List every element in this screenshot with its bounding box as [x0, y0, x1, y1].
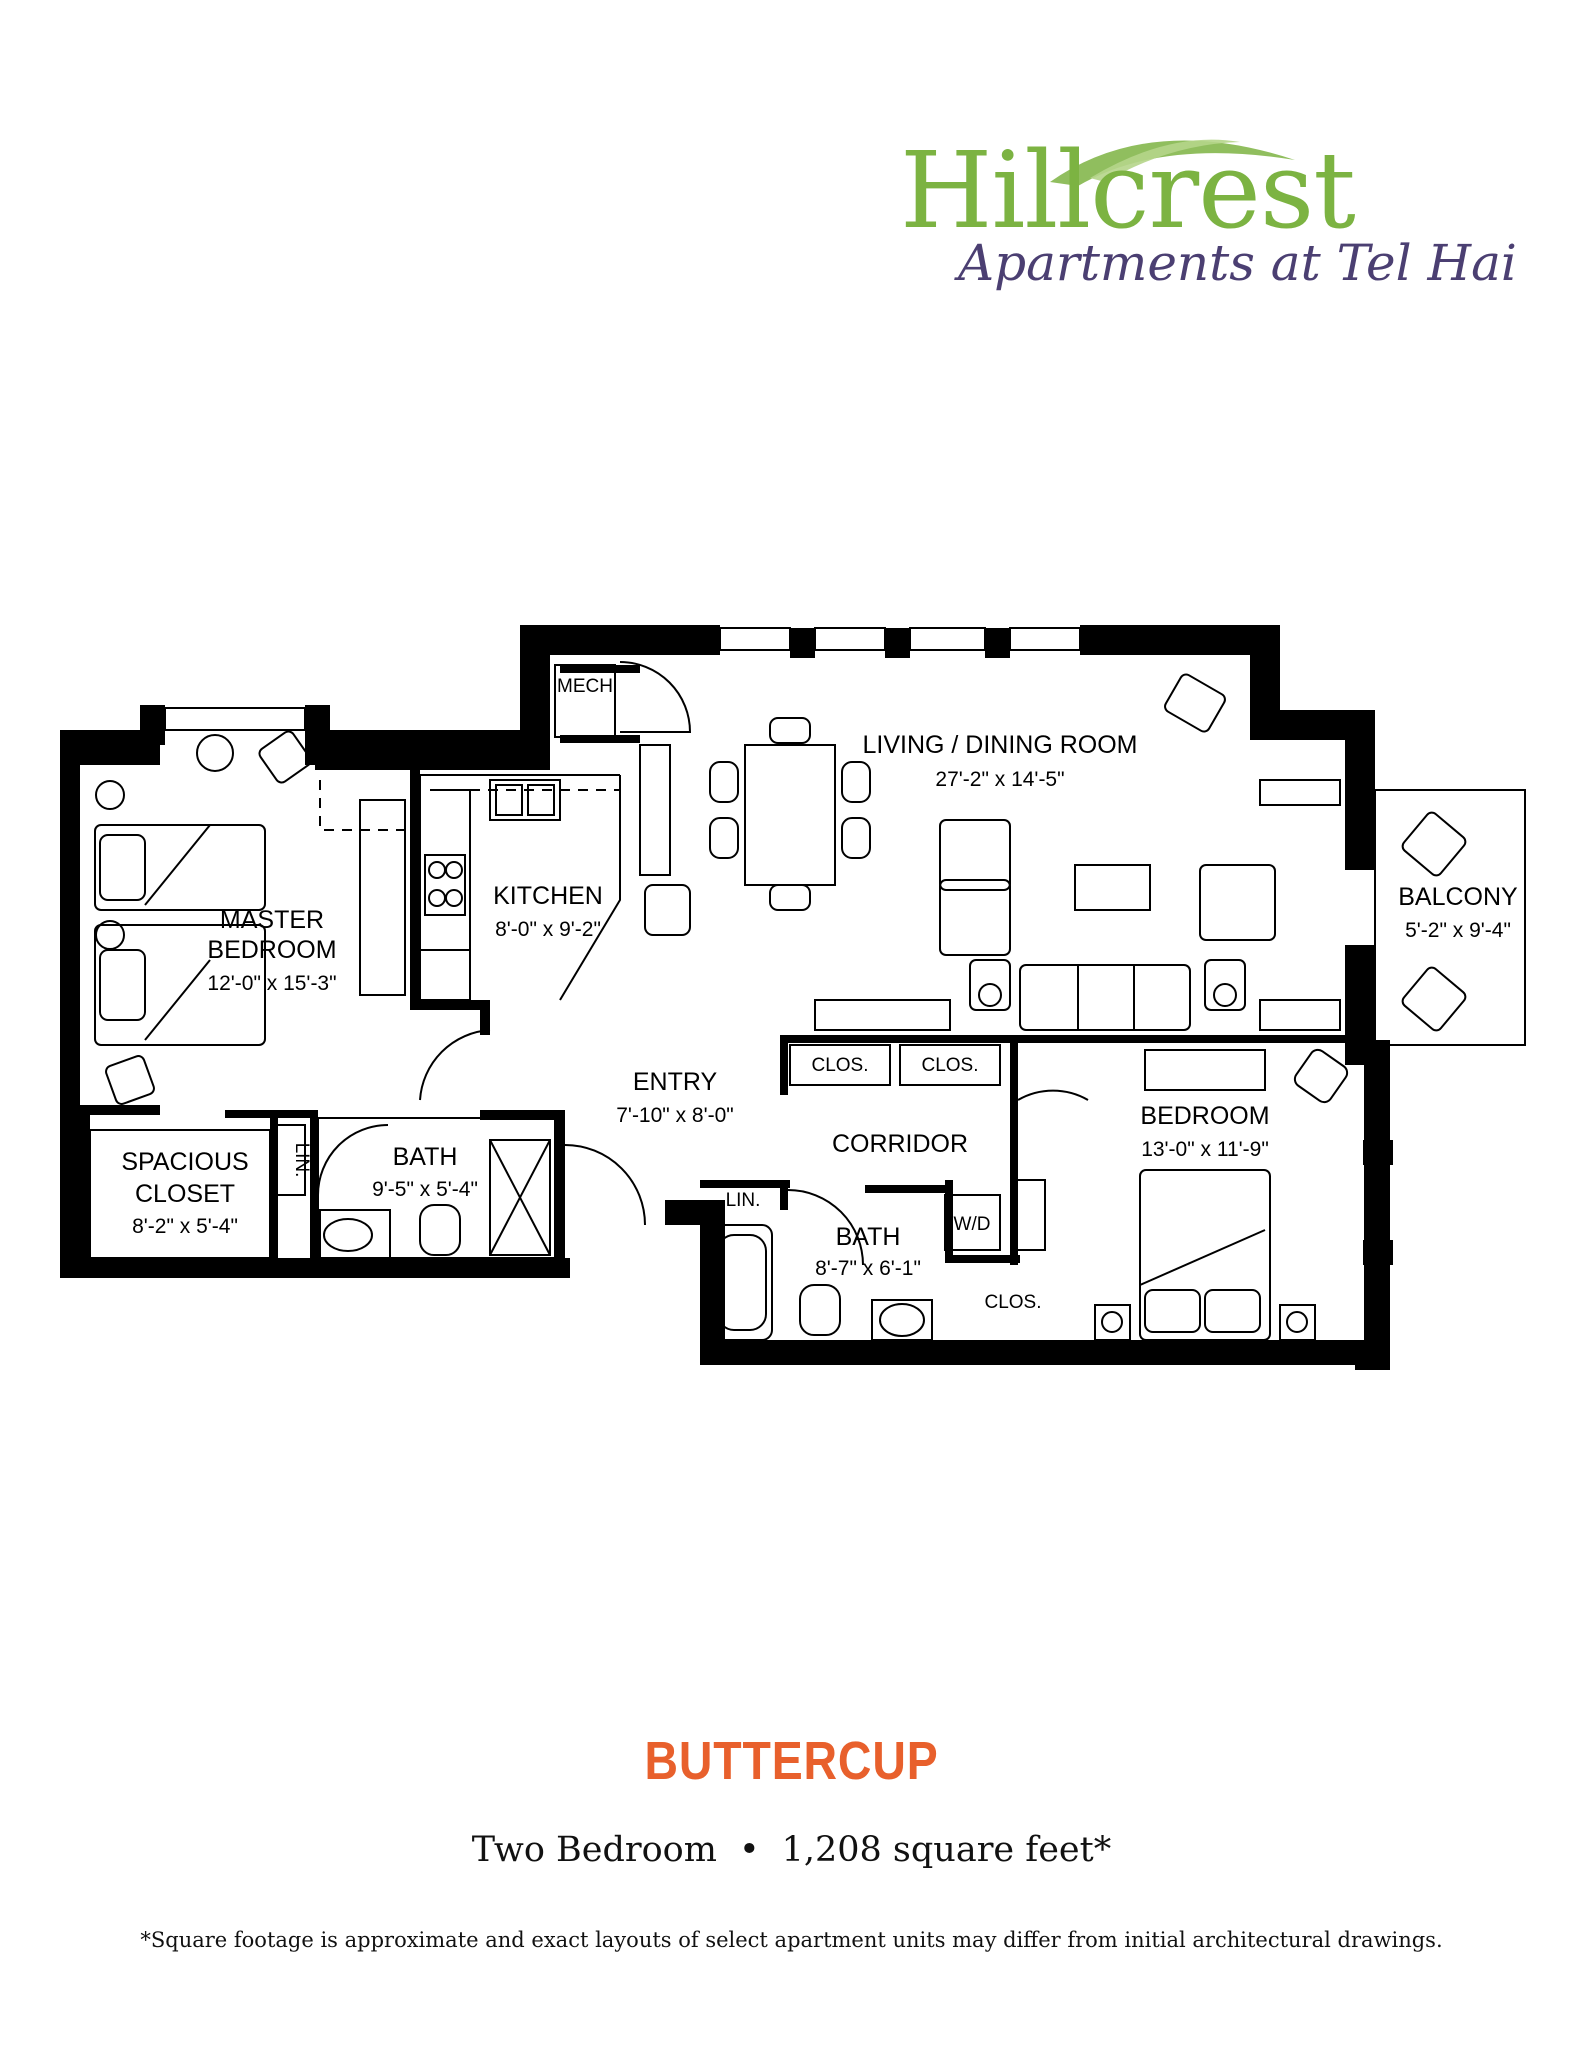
- arc-swoosh-icon: [1050, 139, 1295, 186]
- brand-subtitle: Apartments at Tel Hai: [958, 234, 1517, 292]
- plan-name: BUTTERCUP: [644, 1731, 939, 1791]
- dims-master-bedroom: 12'-0" x 15'-3": [207, 972, 336, 995]
- disclaimer: *Square footage is approximate and exact…: [140, 1928, 1443, 1952]
- label-mech: MECH: [557, 676, 613, 697]
- label-bedroom: BEDROOM: [1140, 1102, 1269, 1130]
- bullet-separator: •: [738, 1830, 760, 1870]
- label-bath-2: BATH: [836, 1223, 901, 1251]
- label-spacious-closet-line2: CLOSET: [135, 1180, 235, 1208]
- dims-bath-2: 8'-7" x 6'-1": [815, 1257, 921, 1280]
- label-bath-1: BATH: [393, 1143, 458, 1171]
- label-spacious-closet-line1: SPACIOUS: [121, 1148, 248, 1176]
- windows: [164, 627, 1388, 1341]
- label-master-bedroom-line1: MASTER: [220, 906, 324, 934]
- label-master-bedroom-line2: BEDROOM: [207, 936, 336, 964]
- interior-lines: [89, 661, 1526, 1341]
- plan-area: 1,208 square feet*: [781, 1830, 1112, 1870]
- dims-kitchen: 8'-0" x 9'-2": [495, 918, 601, 941]
- label-clos-1: CLOS.: [811, 1055, 868, 1076]
- label-kitchen: KITCHEN: [493, 882, 603, 910]
- label-corridor: CORRIDOR: [832, 1130, 968, 1158]
- label-balcony: BALCONY: [1398, 883, 1518, 911]
- label-lin-2: LIN.: [726, 1190, 761, 1211]
- label-entry: ENTRY: [633, 1068, 718, 1096]
- dims-balcony: 5'-2" x 9'-4": [1405, 919, 1511, 942]
- dims-living-dining-room: 27'-2" x 14'-5": [935, 768, 1064, 791]
- plan-description: Two Bedroom • 1,208 square feet*: [0, 1830, 1583, 1870]
- label-clos-3: CLOS.: [984, 1292, 1041, 1313]
- dims-entry: 7'-10" x 8'-0": [616, 1104, 733, 1127]
- dims-spacious-closet: 8'-2" x 5'-4": [132, 1215, 238, 1238]
- plan-bedrooms: Two Bedroom: [471, 1830, 717, 1870]
- walls: [60, 625, 1393, 1370]
- label-living-dining-room: LIVING / DINING ROOM: [862, 731, 1137, 759]
- brand-logo: Hillcrest Apartments at Tel Hai: [900, 120, 1517, 310]
- dims-bath-1: 9'-5" x 5'-4": [372, 1178, 478, 1201]
- label-clos-2: CLOS.: [921, 1055, 978, 1076]
- room-labels: LIVING / DINING ROOM 27'-2" x 14'-5" BAL…: [121, 676, 1518, 1313]
- dims-bedroom: 13'-0" x 11'-9": [1141, 1138, 1269, 1161]
- label-wd: W/D: [954, 1214, 991, 1235]
- label-lin-1: LIN.: [291, 1143, 312, 1178]
- brand-name: Hillcrest: [900, 129, 1356, 252]
